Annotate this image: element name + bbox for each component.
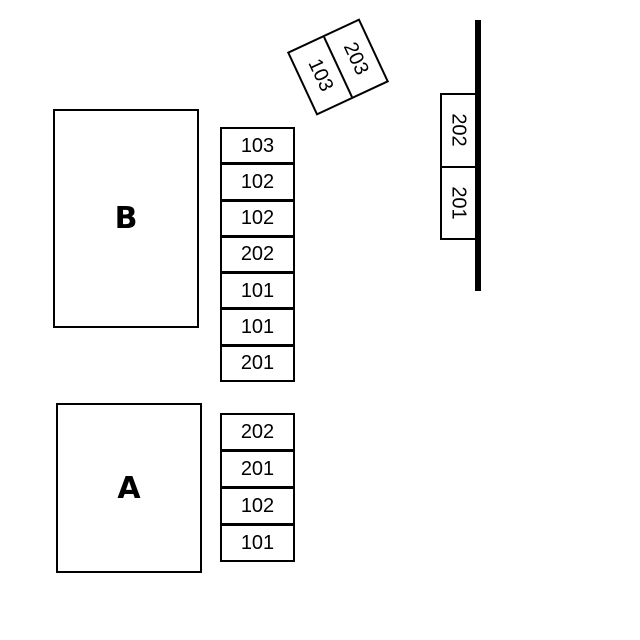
cell-label: 102: [240, 495, 275, 517]
cell-label: 203: [338, 38, 373, 79]
room-a: A: [56, 403, 202, 573]
cell-label: 201: [447, 186, 470, 220]
cell-label: 103: [303, 55, 338, 96]
cell-label: 202: [240, 243, 275, 266]
wall-pair-cell: 202: [442, 95, 475, 166]
stack-a-cell: 102: [222, 486, 293, 523]
stack-b-cell: 202: [222, 234, 293, 271]
room-b: B: [53, 109, 199, 328]
stack-b-cell: 103: [222, 129, 293, 162]
cell-label: 201: [240, 458, 275, 480]
cell-label: 201: [240, 352, 275, 375]
cell-label: 102: [240, 207, 275, 230]
stack-b-cell: 101: [222, 271, 293, 307]
wall-line: [475, 20, 481, 291]
cell-label: 103: [240, 134, 275, 157]
tilted-pair: 103 203: [286, 18, 390, 116]
stack-a-cell: 202: [222, 415, 293, 449]
cell-label: 202: [447, 113, 470, 147]
room-a-label: A: [117, 470, 141, 506]
stack-a-cell: 201: [222, 449, 293, 486]
stack-b-cell: 201: [222, 343, 293, 380]
wall-pair-cell: 201: [442, 165, 475, 239]
room-b-label: B: [114, 201, 138, 236]
stack-a: 202 201 102 101: [220, 413, 295, 562]
cell-label: 101: [240, 532, 275, 554]
cell-label: 102: [240, 170, 275, 193]
stack-b-cell: 102: [222, 162, 293, 198]
wall-pair: 202 201: [440, 93, 477, 240]
stack-b-cell: 101: [222, 307, 293, 343]
cell-label: 101: [240, 279, 275, 302]
stack-a-cell: 101: [222, 523, 293, 560]
stack-b-cell: 102: [222, 198, 293, 235]
cell-label: 202: [240, 421, 275, 443]
stack-b: 103 102 102 202 101 101 201: [220, 127, 295, 382]
cell-label: 101: [240, 316, 275, 339]
